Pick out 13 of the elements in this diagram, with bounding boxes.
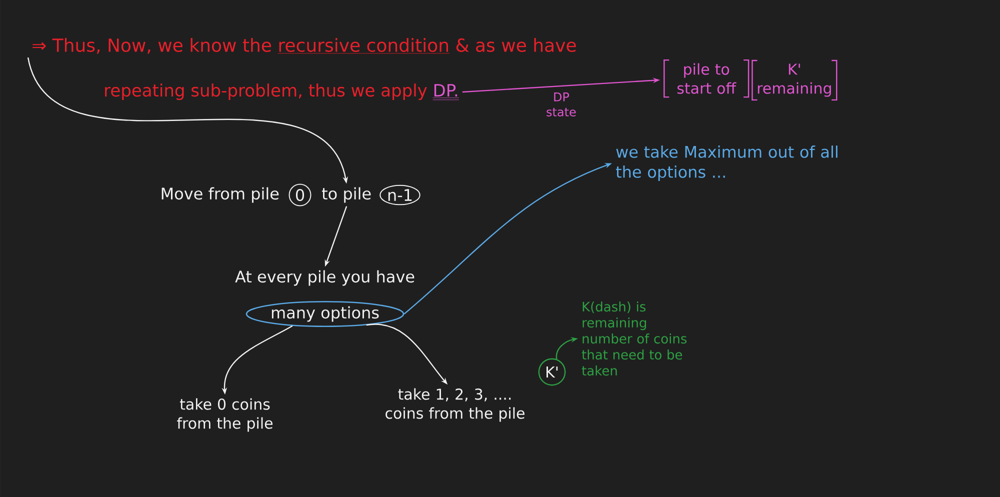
step-text: to pile (322, 187, 371, 203)
step-text: Move from pile (162, 187, 279, 203)
note-text: ⇒ Thus, Now, we know the recursive condition & as we have (32, 38, 576, 54)
step-text: take 0 coins from the pile (177, 398, 272, 432)
step-text: At every pile you have (235, 270, 414, 286)
circled-number: n-1 (380, 184, 420, 206)
note-text: we take Maximum out of all the options ... (616, 146, 838, 181)
note-text: repeating sub-problem, thus we apply DP. (105, 84, 460, 100)
note-text: K(dash) is remaining number of coins that need to be taken (582, 302, 687, 376)
step-text: take 1, 2, 3, .... coins from the pile (386, 388, 524, 422)
state-brackets: pile to start off K' remaining (664, 59, 838, 101)
circled-number: 0 (288, 184, 312, 206)
edge-label: DP state (546, 92, 576, 116)
